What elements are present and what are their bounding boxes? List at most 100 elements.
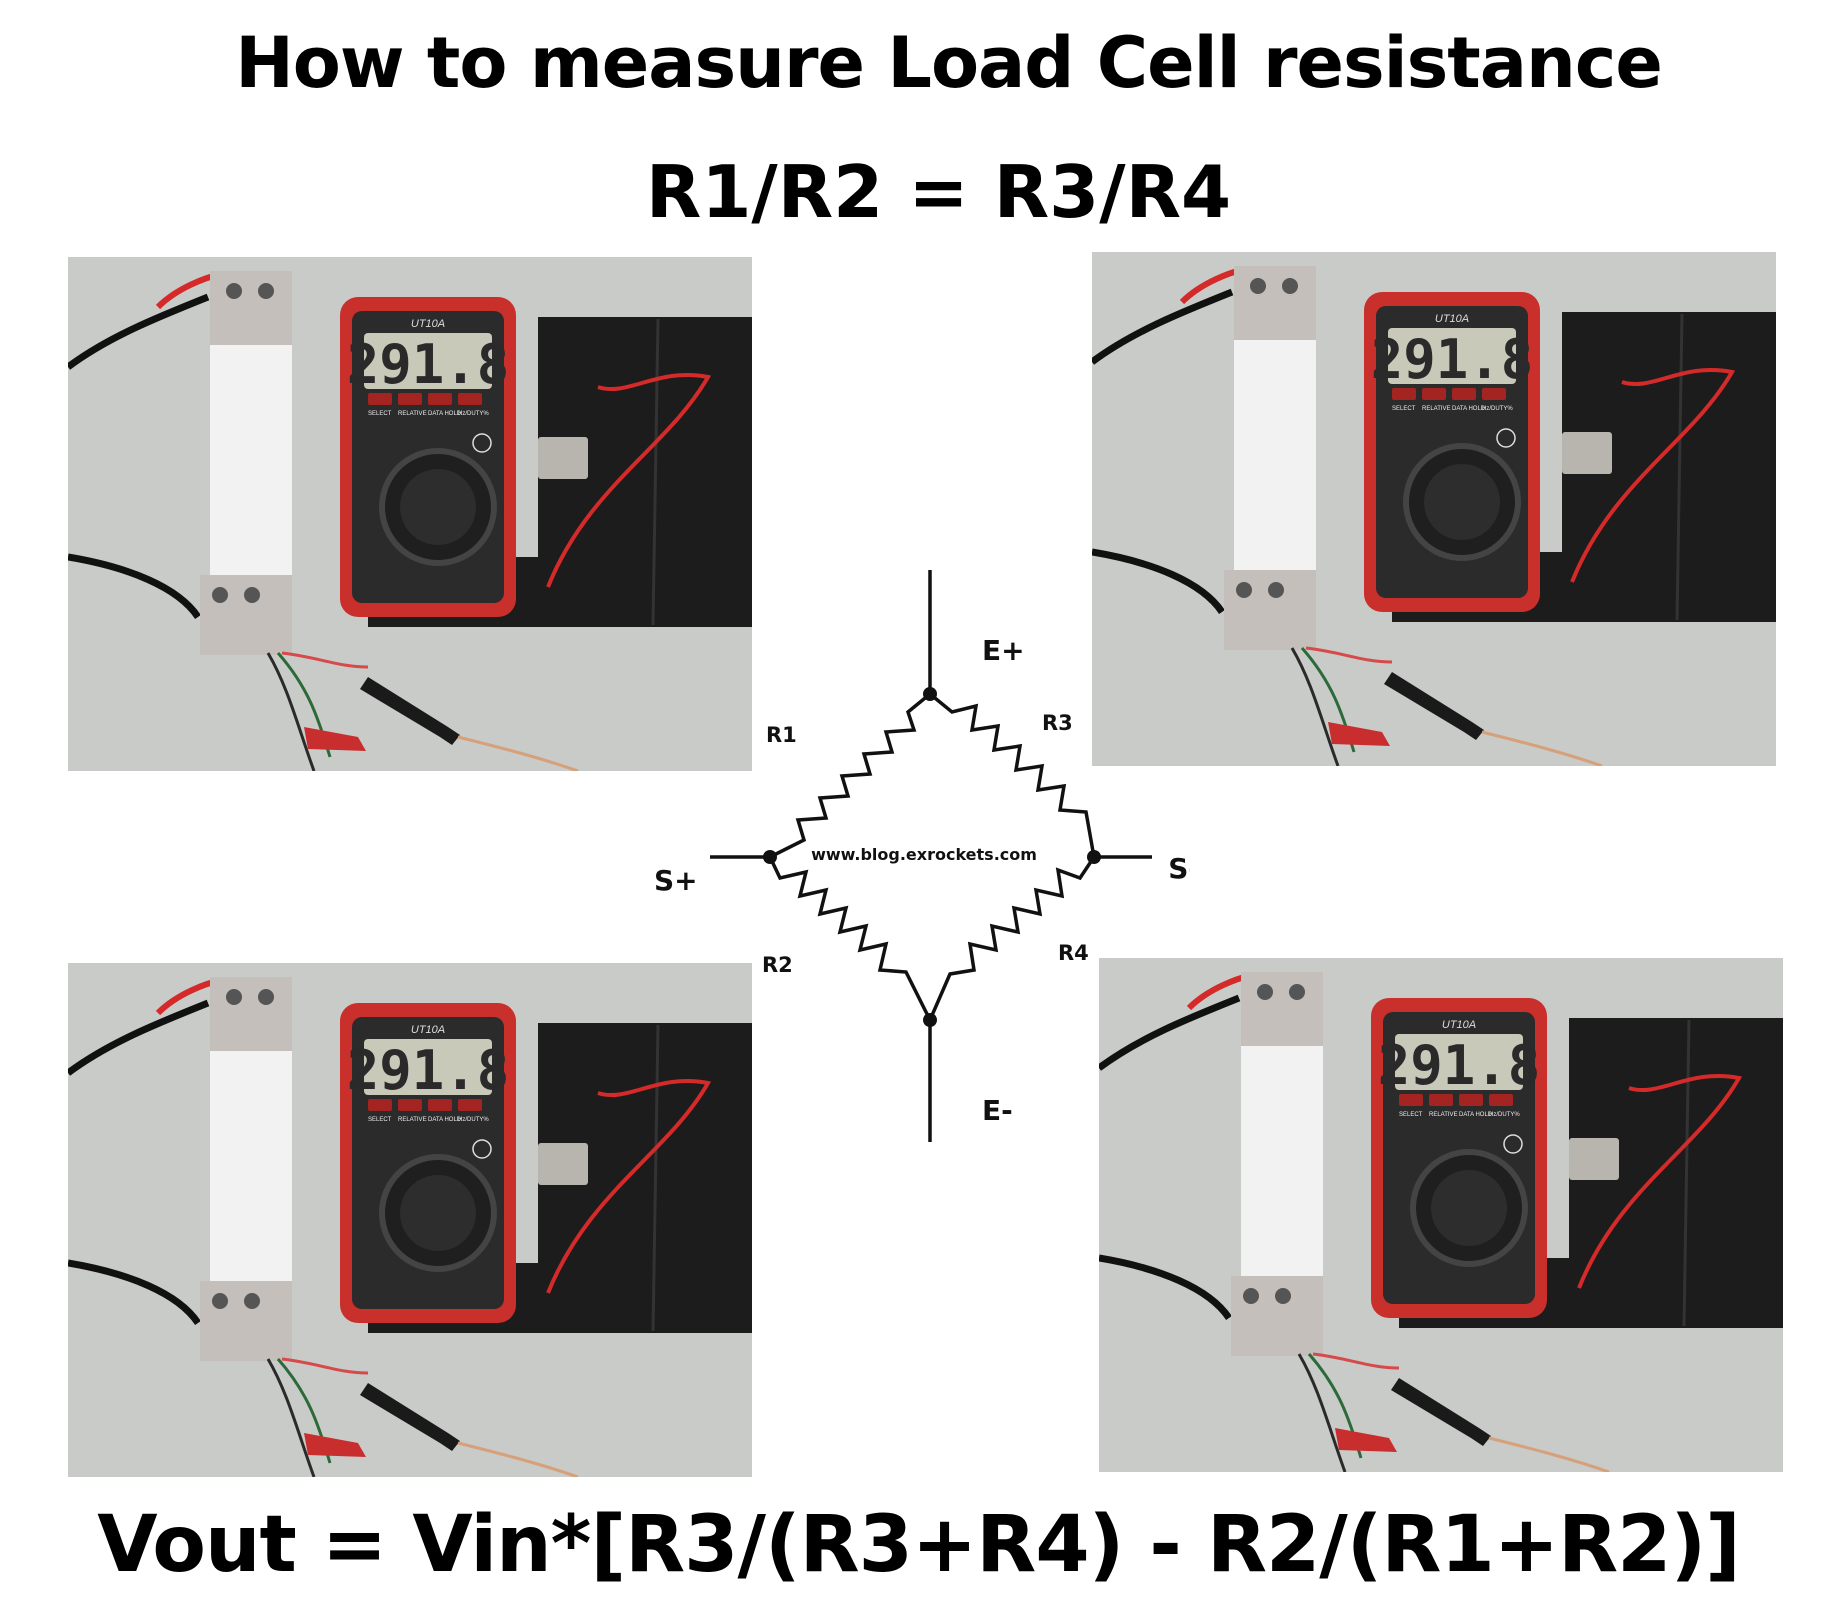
photo-illustration: UT10A 291.8 SELECT RELATIVE DATA HOLD Hz…	[68, 257, 752, 771]
load-cell-mount-bottom	[200, 1281, 292, 1361]
alligator-clip-black	[1384, 672, 1484, 740]
alligator-clip-red	[1335, 1428, 1397, 1452]
mount-hole	[258, 283, 274, 299]
multimeter-reading: 291.8	[1371, 328, 1534, 391]
sensor-wire	[281, 651, 369, 669]
mount-hole	[1243, 1288, 1259, 1304]
balance-equation: R1/R2 = R3/R4	[645, 150, 1232, 234]
load-cell-body	[210, 1051, 292, 1283]
alligator-clip-black	[360, 677, 460, 745]
meter-button-label: RELATIVE	[1429, 1112, 1458, 1118]
load-cell-mount-bottom	[200, 575, 292, 655]
load-cell-body	[1234, 340, 1316, 572]
meter-button-label: DATA HOLD	[428, 1117, 462, 1123]
meter-button	[1482, 388, 1506, 400]
photo-illustration: UT10A 291.8 SELECT RELATIVE DATA HOLD Hz…	[1092, 252, 1776, 766]
probe-lead	[1488, 1436, 1610, 1472]
meter-button	[368, 1099, 392, 1111]
ce-mark-icon	[1496, 428, 1516, 448]
resistor-r4	[928, 856, 1096, 1021]
red-probe-lead	[546, 1078, 712, 1294]
meter-button	[368, 393, 392, 405]
photo-top-right: UT10A 291.8 SELECT RELATIVE DATA HOLD Hz…	[1092, 252, 1776, 766]
meter-button-label: SELECT	[1392, 406, 1416, 412]
mount-hole	[226, 989, 242, 1005]
pouch-fold	[1675, 313, 1684, 621]
label-s-plus: S+	[654, 864, 698, 897]
sensor-wire	[266, 652, 316, 771]
multimeter-reading: 291.8	[347, 333, 510, 396]
meter-button-label: DATA HOLD	[1452, 406, 1486, 412]
multimeter-model: UT10A	[1435, 313, 1469, 325]
meter-button	[398, 393, 422, 405]
sensor-wire	[281, 1357, 369, 1375]
alligator-clip-red	[304, 1433, 366, 1457]
black-cable	[68, 1259, 201, 1326]
probe-lead	[457, 1441, 579, 1477]
photo-bottom-right: UT10A 291.8 SELECT RELATIVE DATA HOLD Hz…	[1099, 958, 1783, 1472]
meter-button	[1399, 1094, 1423, 1106]
mount-hole	[244, 1293, 260, 1309]
label-r1: R1	[766, 723, 797, 747]
pouch-fold	[1682, 1019, 1691, 1327]
photo-illustration: UT10A 291.8 SELECT RELATIVE DATA HOLD Hz…	[68, 963, 752, 1477]
meter-button	[458, 1099, 482, 1111]
multimeter-model: UT10A	[411, 1024, 445, 1036]
alligator-clip-red	[1328, 722, 1390, 746]
multimeter-lcd	[1388, 328, 1516, 384]
mount-hole	[244, 587, 260, 603]
alligator-clip-black	[360, 1383, 460, 1451]
ce-mark-icon	[1503, 1134, 1523, 1154]
mount-hole	[1268, 582, 1284, 598]
photo-illustration: UT10A 291.8 SELECT RELATIVE DATA HOLD Hz…	[1099, 958, 1783, 1472]
label-r4: R4	[1058, 941, 1089, 965]
meter-button-label: Hz/DUTY%	[1482, 406, 1513, 412]
meter-button-label: SELECT	[1399, 1112, 1423, 1118]
label-r3: R3	[1042, 711, 1073, 735]
sensor-wire	[1290, 647, 1340, 766]
ce-mark-icon	[472, 1139, 492, 1159]
meter-button-label: RELATIVE	[1422, 406, 1451, 412]
dial-center	[400, 1175, 476, 1251]
load-cell-mount-top	[210, 271, 292, 347]
mount-hole	[1236, 582, 1252, 598]
load-cell-mount-top	[1241, 972, 1323, 1048]
multimeter-reading: 291.8	[1378, 1034, 1541, 1097]
photo-bottom-left: UT10A 291.8 SELECT RELATIVE DATA HOLD Hz…	[68, 963, 752, 1477]
wheatstone-bridge-diagram: E+ E- S+ S- R1 R3 R2 R4 www.blog.exrocke…	[654, 570, 1190, 1142]
probe-tip-pad	[538, 1143, 588, 1185]
sensor-wire	[1297, 1353, 1347, 1472]
meter-button	[1422, 388, 1446, 400]
dial-center	[400, 469, 476, 545]
sensor-wire	[1312, 1352, 1400, 1370]
meter-button	[1429, 1094, 1453, 1106]
watermark-url: www.blog.exrockets.com	[811, 845, 1037, 864]
meter-button-label: RELATIVE	[398, 1117, 427, 1123]
mount-hole	[1275, 1288, 1291, 1304]
multimeter-model: UT10A	[1442, 1019, 1476, 1031]
multimeter-lcd	[364, 1039, 492, 1095]
meter-button	[458, 393, 482, 405]
load-cell-mount-bottom	[1231, 1276, 1323, 1356]
red-probe-lead	[1577, 1073, 1743, 1289]
label-r2: R2	[762, 953, 793, 977]
black-cable	[1092, 288, 1234, 365]
meter-button-label: Hz/DUTY%	[458, 1117, 489, 1123]
load-cell-mount-bottom	[1224, 570, 1316, 650]
sensor-wire	[1305, 646, 1393, 664]
mount-hole	[226, 283, 242, 299]
resistor-r2	[768, 856, 932, 1021]
meter-button	[428, 1099, 452, 1111]
probe-lead	[457, 735, 579, 771]
black-cable	[68, 553, 201, 620]
pouch-fold	[651, 1024, 660, 1332]
sensor-wire	[266, 1358, 316, 1477]
pouch-fold	[651, 318, 660, 626]
meter-button	[1489, 1094, 1513, 1106]
meter-button	[1459, 1094, 1483, 1106]
node-bottom	[923, 1013, 937, 1027]
resistor-r1	[769, 692, 932, 859]
label-e-plus: E+	[982, 634, 1025, 667]
meter-button-label: DATA HOLD	[1459, 1112, 1493, 1118]
load-cell-mount-top	[1234, 266, 1316, 342]
